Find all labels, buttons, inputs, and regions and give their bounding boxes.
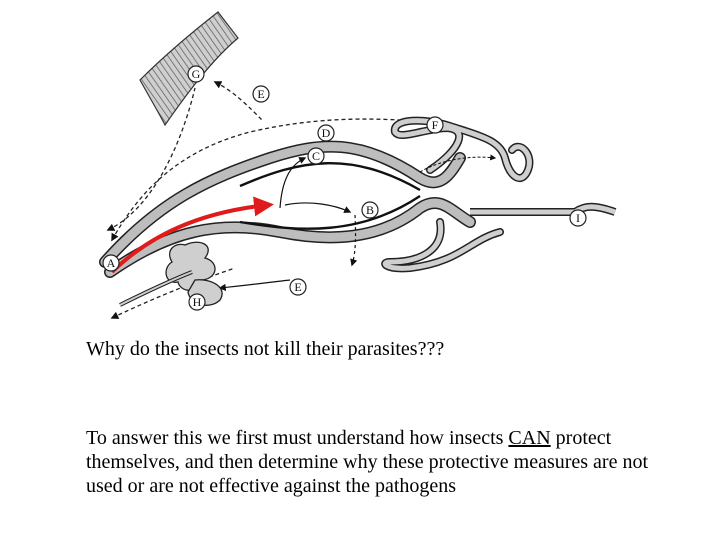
label-e-top: E	[252, 85, 270, 103]
dashed-path-left	[106, 87, 196, 231]
label-a: A	[102, 254, 120, 272]
svg-text:C: C	[312, 149, 320, 163]
dashed-path-return	[110, 267, 236, 319]
label-d: D	[317, 124, 335, 142]
arrow-gland-inner	[419, 154, 497, 173]
question-text: Why do the insects not kill their parasi…	[86, 338, 445, 360]
svg-text:B: B	[366, 203, 374, 217]
svg-text:I: I	[576, 211, 580, 225]
lumen-upper	[239, 162, 421, 192]
svg-text:F: F	[432, 118, 439, 132]
dashed-path-to-g	[213, 81, 263, 121]
lumen-lower	[239, 195, 421, 230]
dashed-path-outer	[111, 118, 401, 242]
label-b: B	[361, 201, 379, 219]
explanation-part-2: protect themselves, and then determine w…	[86, 427, 649, 497]
arrow-to-e-lower	[218, 279, 291, 292]
muscle-tissue	[139, 11, 239, 127]
label-c: C	[307, 147, 325, 165]
svg-text:D: D	[322, 126, 331, 140]
explanation-part-1: To answer this we first must understand …	[86, 427, 509, 449]
svg-text:E: E	[257, 87, 264, 101]
parasite-pathway-diagram: G E D F C B I A E H	[99, 11, 617, 319]
explanation-text: To answer this we first must understand …	[86, 426, 686, 498]
arrow-to-c	[279, 157, 307, 209]
explanation-emphasis: CAN	[508, 427, 551, 449]
svg-text:G: G	[192, 67, 201, 81]
label-g: G	[187, 65, 205, 83]
label-e-bottom: E	[289, 278, 307, 296]
arrow-to-b	[284, 202, 352, 213]
svg-text:A: A	[107, 256, 116, 270]
label-f: F	[426, 116, 444, 134]
svg-text:E: E	[294, 280, 301, 294]
label-i: I	[569, 209, 587, 227]
label-h: H	[188, 293, 206, 311]
svg-text:H: H	[193, 295, 202, 309]
main-red-arrow	[110, 196, 274, 274]
